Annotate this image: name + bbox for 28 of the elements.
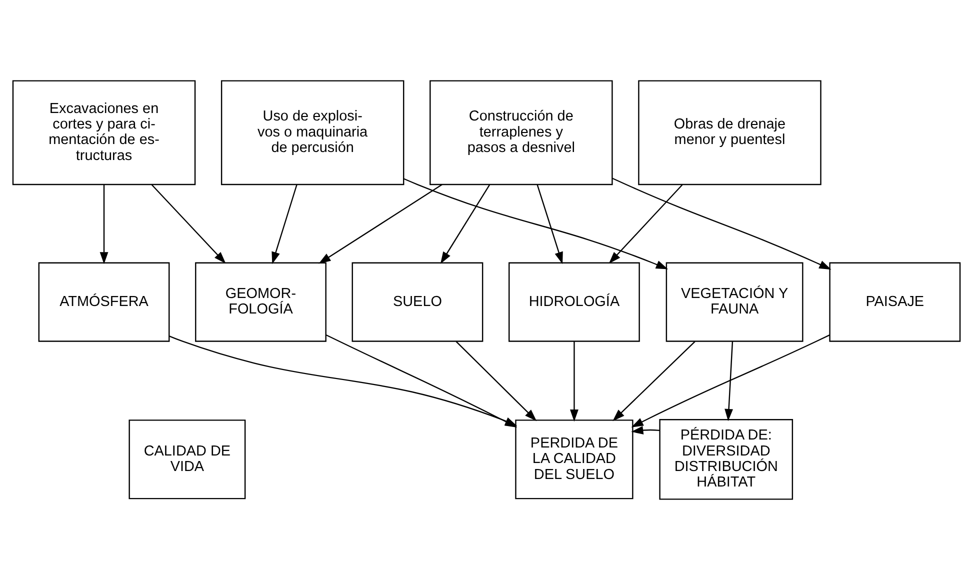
- node-box: ATMÓSFERA: [38, 262, 170, 342]
- node-box: Obras de drenaje menor y puentesl: [638, 80, 822, 185]
- arrow: [631, 334, 830, 427]
- arrow: [631, 426, 660, 434]
- arrow: [570, 341, 578, 422]
- node-box: PÉRDIDA DE: DIVERSIDAD DISTRIBUCIÓN HÁBITAT: [659, 418, 794, 500]
- node-box: HIDROLOGÍA: [508, 262, 640, 342]
- node-box: Excavaciones en cortes y para ci- mentación de es- tructuras: [12, 80, 196, 185]
- arrow: [536, 184, 563, 264]
- node-box: Uso de explosi- vos o maquinaria de percusión: [220, 80, 404, 185]
- arrow: [318, 184, 442, 264]
- arrow: [440, 184, 490, 264]
- node-box: CALIDAD DE VIDA: [128, 419, 246, 499]
- node-box: PERDIDA DE LA CALIDAD DEL SUELO: [515, 419, 634, 499]
- node-box: GEOMOR- FOLOGÍA: [195, 262, 326, 342]
- arrow: [612, 177, 832, 270]
- arrow: [151, 184, 226, 264]
- arrow: [272, 184, 298, 264]
- arrow: [608, 184, 683, 264]
- arrow: [404, 178, 668, 269]
- arrow: [456, 340, 537, 421]
- node-box: Construcción de terraplenes y pasos a desnivel: [430, 80, 613, 185]
- node-box: SUELO: [352, 262, 484, 342]
- node-box: PAISAJE: [829, 262, 961, 342]
- arrow: [612, 340, 696, 421]
- node-box: VEGETACIÓN Y FAUNA: [666, 262, 804, 342]
- arrow: [724, 341, 734, 421]
- arrow: [100, 184, 108, 264]
